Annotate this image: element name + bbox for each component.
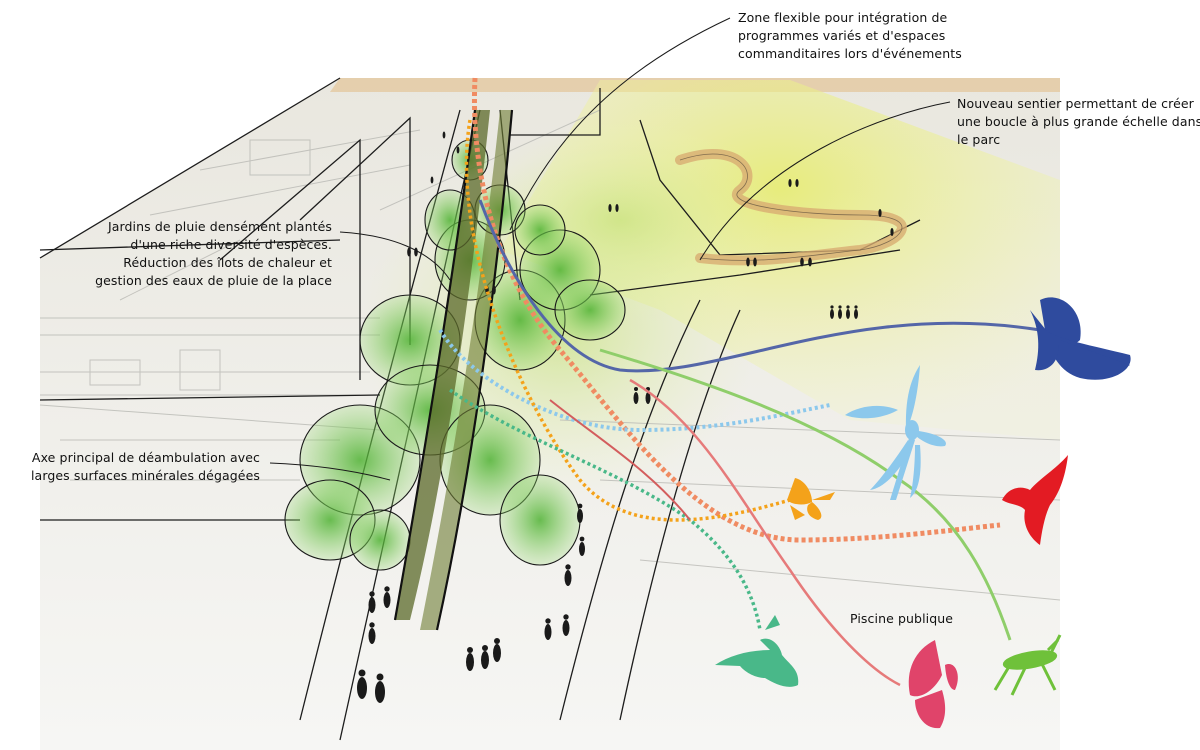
- annotation-line: Piscine publique: [850, 611, 954, 626]
- annotation-zone-flexible: Zone flexible pour intégration de progra…: [738, 9, 962, 63]
- light-blue-dragonfly-icon: [845, 365, 946, 500]
- pink-to-butterfly-corridor: [549, 399, 691, 521]
- annotation-line: d'une riche diversité d'espèces.: [130, 237, 332, 252]
- new-loop-path: [675, 149, 907, 266]
- annotation-line: Réduction des îlots de chaleur et: [123, 255, 332, 270]
- annotation-piscine: Piscine publique: [850, 610, 953, 628]
- green-dotted-corridor: [448, 388, 762, 631]
- light-blue-dotted-corridor: [438, 328, 831, 433]
- annotation-jardins-pluie: Jardins de pluie densément plantés d'une…: [95, 218, 332, 290]
- rain-garden-strip: [393, 109, 514, 631]
- annotation-line: gestion des eaux de pluie de la place: [95, 273, 332, 288]
- blue-butterfly-corridor: [478, 199, 1041, 373]
- green-hummingbird-icon: [715, 615, 799, 687]
- annotation-line: commanditaires lors d'événements: [738, 46, 962, 61]
- red-bird-icon: [1002, 455, 1068, 545]
- annotation-leaders: [269, 17, 951, 481]
- annotation-line: le parc: [957, 132, 1001, 147]
- annotation-line: larges surfaces minérales dégagées: [30, 468, 260, 483]
- pink-butterfly-icon: [908, 640, 958, 729]
- annotation-line: Zone flexible pour intégration de: [738, 10, 948, 25]
- annotation-line: une boucle à plus grande échelle dans: [957, 114, 1200, 129]
- annotation-line: Jardins de pluie densément plantés: [107, 219, 332, 234]
- annotation-line: Axe principal de déambulation avec: [31, 450, 260, 465]
- orange-moth-icon: [787, 478, 835, 520]
- annotation-nouveau-sentier: Nouveau sentier permettant de créer une …: [957, 95, 1200, 149]
- blue-butterfly-icon: [1030, 297, 1131, 380]
- annotation-line: Nouveau sentier permettant de créer: [957, 96, 1194, 111]
- people-figures: [357, 131, 894, 703]
- annotation-axe-principal: Axe principal de déambulation avec large…: [31, 449, 260, 485]
- pink-corridor: [629, 378, 901, 687]
- yellow-orange-dotted-corridor: [464, 119, 791, 522]
- annotation-line: programmes variés et d'espaces: [738, 28, 946, 43]
- orange-dashed-corridor: [471, 77, 1001, 543]
- green-grasshopper-icon: [993, 634, 1062, 696]
- background-sketch: [39, 109, 1061, 601]
